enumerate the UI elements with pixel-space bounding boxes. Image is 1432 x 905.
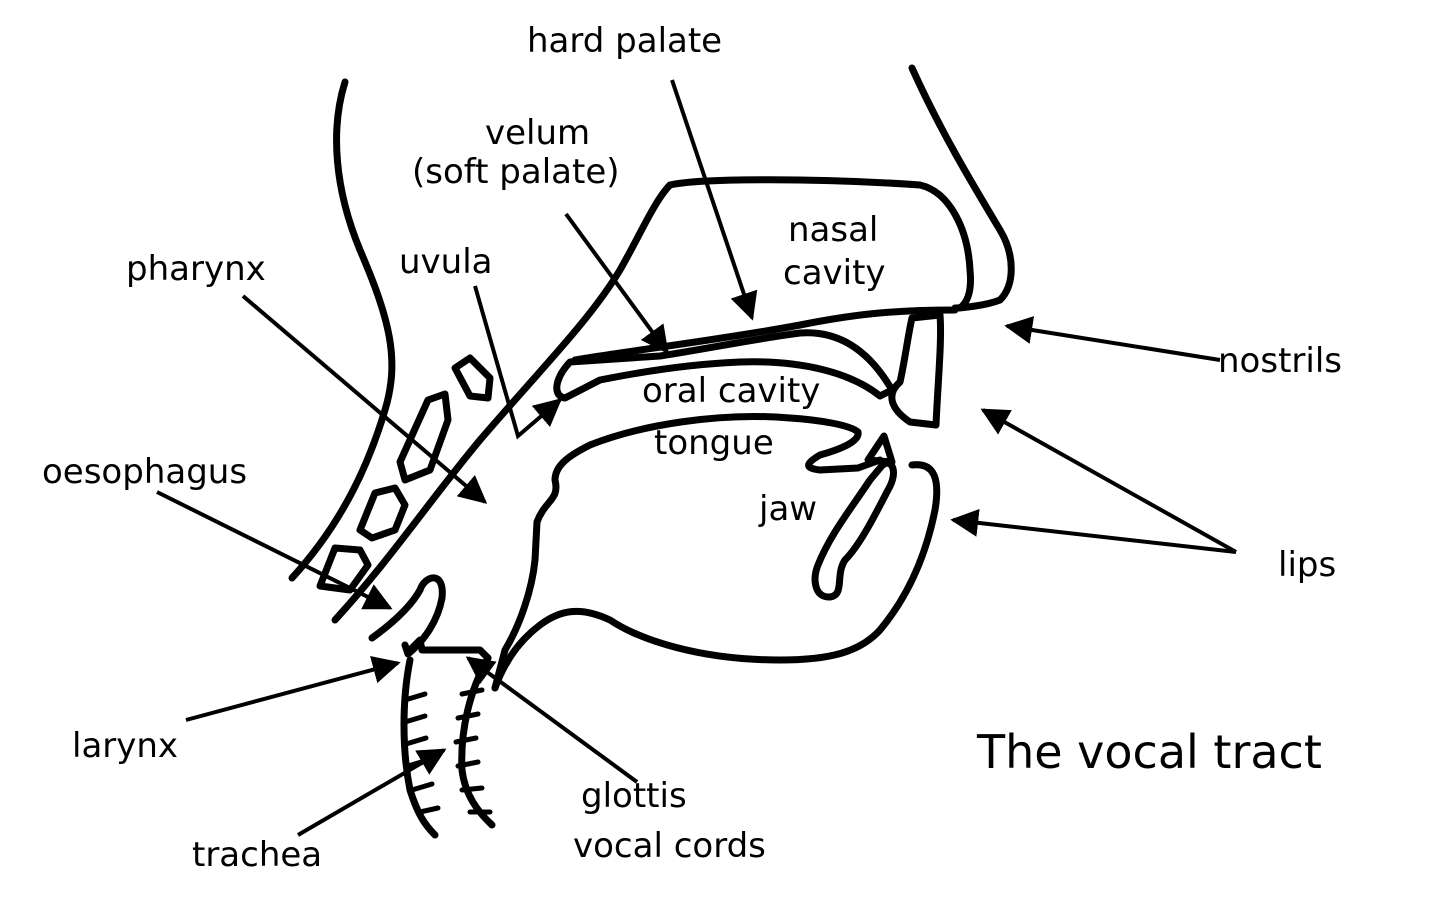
labels: hard palate velum (soft palate) nasal ca… [42,21,1342,875]
label-tongue: tongue [654,423,774,463]
label-lips: lips [1278,545,1336,585]
arrow-glottis [465,656,639,784]
label-cavity: cavity [783,253,886,293]
label-glottis: glottis [581,776,687,816]
anatomy-outline [288,64,1015,839]
hard-palate-line [571,306,959,364]
arrow-oesophagus [156,490,393,610]
larynx-top [406,636,492,662]
label-nasal: nasal [788,210,878,250]
vertebra-4 [316,544,372,594]
vertebra-2 [396,390,452,484]
arrow-nostrils [1004,316,1221,362]
diagram-title: The vocal tract [976,725,1322,779]
label-oesophagus: oesophagus [42,452,247,492]
label-larynx: larynx [72,726,178,766]
nasal-cavity-roof [666,176,974,312]
label-uvula: uvula [399,242,493,282]
anterior-pharynx-wall [331,181,674,624]
label-pharynx: pharynx [126,249,266,289]
label-vocal-cords: vocal cords [573,826,766,866]
arrow-pharynx [241,294,488,504]
lower-teeth [864,432,896,466]
upper-lip [888,311,945,429]
arrow-uvula [473,285,563,440]
vertebra-3 [356,484,409,542]
label-hard-palate: hard palate [527,21,722,61]
arrow-larynx [185,656,401,722]
lower-lip-chin [491,461,941,692]
trachea-back [400,656,439,839]
label-soft-palate: (soft palate) [412,152,620,192]
arrow-velum [564,212,669,355]
arrow-trachea [296,748,447,837]
posterior-pharynx-wall [288,78,396,582]
label-trachea: trachea [192,835,322,875]
nose-profile [908,64,1015,312]
jaw-bone [811,459,897,601]
arrow-hard-palate [670,79,758,321]
label-oral-cavity: oral cavity [642,371,820,411]
arrow-lips-upper [980,408,1237,554]
epiglottis [368,574,446,658]
arrow-lips-lower [950,508,1237,554]
front-pharynx-wall [491,518,541,692]
label-jaw: jaw [758,489,817,529]
tongue-outline [533,413,884,526]
trachea-rings [402,687,493,815]
label-nostrils: nostrils [1218,341,1342,381]
pointer-arrows [156,79,1237,837]
label-velum: velum [485,113,590,153]
vertebra-1 [451,354,494,402]
velum-shape [553,329,896,402]
